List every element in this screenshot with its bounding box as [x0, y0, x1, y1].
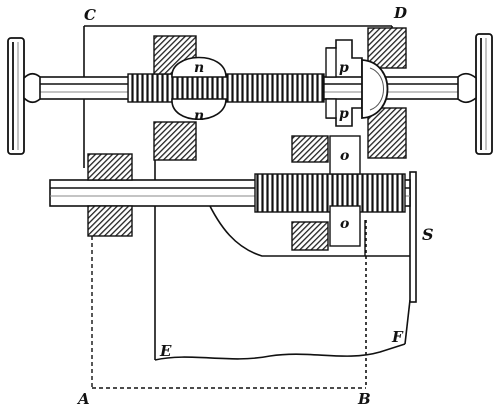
- label-p-top: p: [339, 60, 349, 76]
- left-handwheel: [7, 37, 41, 155]
- label-d: D: [393, 4, 407, 22]
- upper-shaft: [37, 73, 469, 103]
- label-f: F: [391, 328, 404, 346]
- label-e: E: [159, 342, 172, 360]
- label-b: B: [357, 390, 371, 408]
- outer-frame: [83, 25, 393, 389]
- plates-o: [329, 135, 361, 247]
- label-o-bottom: o: [340, 216, 349, 232]
- split-nut-n: [171, 56, 227, 120]
- upper-bearing-blocks: [153, 27, 407, 161]
- bracket-p: [325, 39, 389, 127]
- right-handwheel: [457, 33, 493, 155]
- label-p-bottom: p: [339, 106, 349, 122]
- label-c: C: [84, 6, 96, 24]
- label-n-bottom: n: [194, 108, 204, 124]
- label-a: A: [76, 390, 90, 408]
- label-s: S: [422, 225, 434, 244]
- lower-frame: [154, 122, 412, 361]
- label-n-top: n: [194, 60, 204, 76]
- slide-plate-s: [409, 171, 417, 303]
- label-o-top: o: [340, 148, 349, 164]
- lower-bearing-blocks: [87, 135, 329, 251]
